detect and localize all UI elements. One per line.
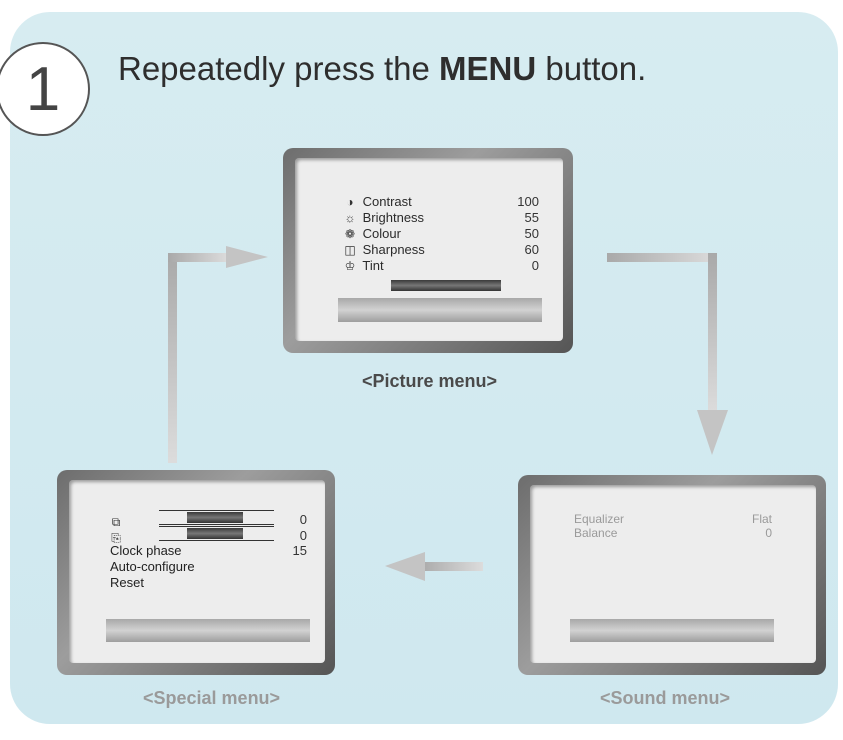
special-slider-2 bbox=[159, 526, 274, 541]
sound-item-value: 0 bbox=[765, 526, 772, 540]
colour-icon: ❁ bbox=[344, 227, 356, 241]
menu-button-name: MENU bbox=[439, 50, 537, 87]
picture-item-label: Tint bbox=[362, 258, 384, 273]
special-slider-1-value: 0 bbox=[299, 512, 307, 527]
sharpness-icon: ◫ bbox=[344, 243, 356, 257]
picture-menu-caption: <Picture menu> bbox=[362, 371, 498, 391]
special-menu-caption: <Special menu> bbox=[143, 688, 281, 708]
sound-menu-caption: <Sound menu> bbox=[600, 688, 731, 708]
contrast-icon: ◑ bbox=[346, 195, 354, 209]
step-number: 1 bbox=[25, 55, 61, 124]
sound-item-equalizer[interactable]: Equalizer bbox=[574, 512, 625, 526]
picture-item-value: 0 bbox=[531, 258, 539, 273]
instruction-pre: Repeatedly press the bbox=[118, 50, 440, 87]
brightness-icon: ☼ bbox=[344, 211, 356, 225]
special-slider-1-fill bbox=[187, 512, 243, 523]
vertical-position-icon: ⎘ bbox=[111, 531, 121, 545]
arrow-special-to-picture bbox=[168, 246, 268, 463]
picture-item-value: 50 bbox=[524, 226, 539, 241]
special-slider-2-fill bbox=[187, 528, 243, 539]
picture-item-value: 60 bbox=[524, 242, 539, 257]
special-slider-1 bbox=[159, 510, 274, 525]
special-item-auto-configure[interactable]: Auto-configure bbox=[110, 559, 195, 574]
sound-item-value: Flat bbox=[751, 512, 772, 526]
special-item-value: 15 bbox=[292, 543, 307, 558]
picture-menu-screen: ◑ Contrast 100 ☼ Brightness 55 ❁ Colour 50 ◫ S… bbox=[283, 148, 573, 353]
horizontal-position-icon: ⧉ bbox=[111, 515, 121, 529]
picture-item-label: Contrast bbox=[362, 194, 412, 209]
picture-level-bar bbox=[391, 280, 501, 291]
picture-item-label: Sharpness bbox=[362, 242, 425, 257]
picture-item-contrast[interactable]: ◑ Contrast bbox=[341, 194, 412, 209]
special-item-reset[interactable]: Reset bbox=[110, 575, 144, 590]
picture-item-value: 55 bbox=[524, 210, 539, 225]
sound-status-bar bbox=[570, 619, 774, 642]
picture-item-label: Colour bbox=[362, 226, 401, 241]
special-slider-row-2: ⎘ bbox=[107, 530, 125, 546]
instruction-post: button. bbox=[536, 50, 647, 87]
picture-item-label: Brightness bbox=[362, 210, 425, 225]
sound-item-balance[interactable]: Balance bbox=[574, 526, 618, 540]
picture-menu-display: ◑ Contrast 100 ☼ Brightness 55 ❁ Colour 50 ◫ S… bbox=[295, 158, 563, 341]
tint-icon: ♔ bbox=[344, 259, 356, 273]
step-number-badge: 1 bbox=[0, 42, 90, 136]
special-slider-row-1: ⧉ bbox=[107, 514, 125, 530]
picture-item-sharpness[interactable]: ◫ Sharpness bbox=[341, 242, 425, 257]
picture-status-bar bbox=[338, 298, 542, 322]
picture-item-value: 100 bbox=[517, 194, 539, 209]
picture-item-colour[interactable]: ❁ Colour bbox=[341, 226, 401, 241]
special-slider-2-value: 0 bbox=[299, 528, 307, 543]
instruction-text: Repeatedly press the MENU button. bbox=[118, 50, 646, 88]
picture-item-tint[interactable]: ♔ Tint bbox=[341, 258, 384, 273]
arrow-sound-to-special bbox=[385, 552, 483, 581]
arrow-picture-to-sound bbox=[607, 253, 728, 455]
picture-item-brightness[interactable]: ☼ Brightness bbox=[341, 210, 425, 225]
special-status-bar bbox=[106, 619, 310, 642]
special-item-clock-phase[interactable]: Clock phase bbox=[110, 543, 182, 558]
